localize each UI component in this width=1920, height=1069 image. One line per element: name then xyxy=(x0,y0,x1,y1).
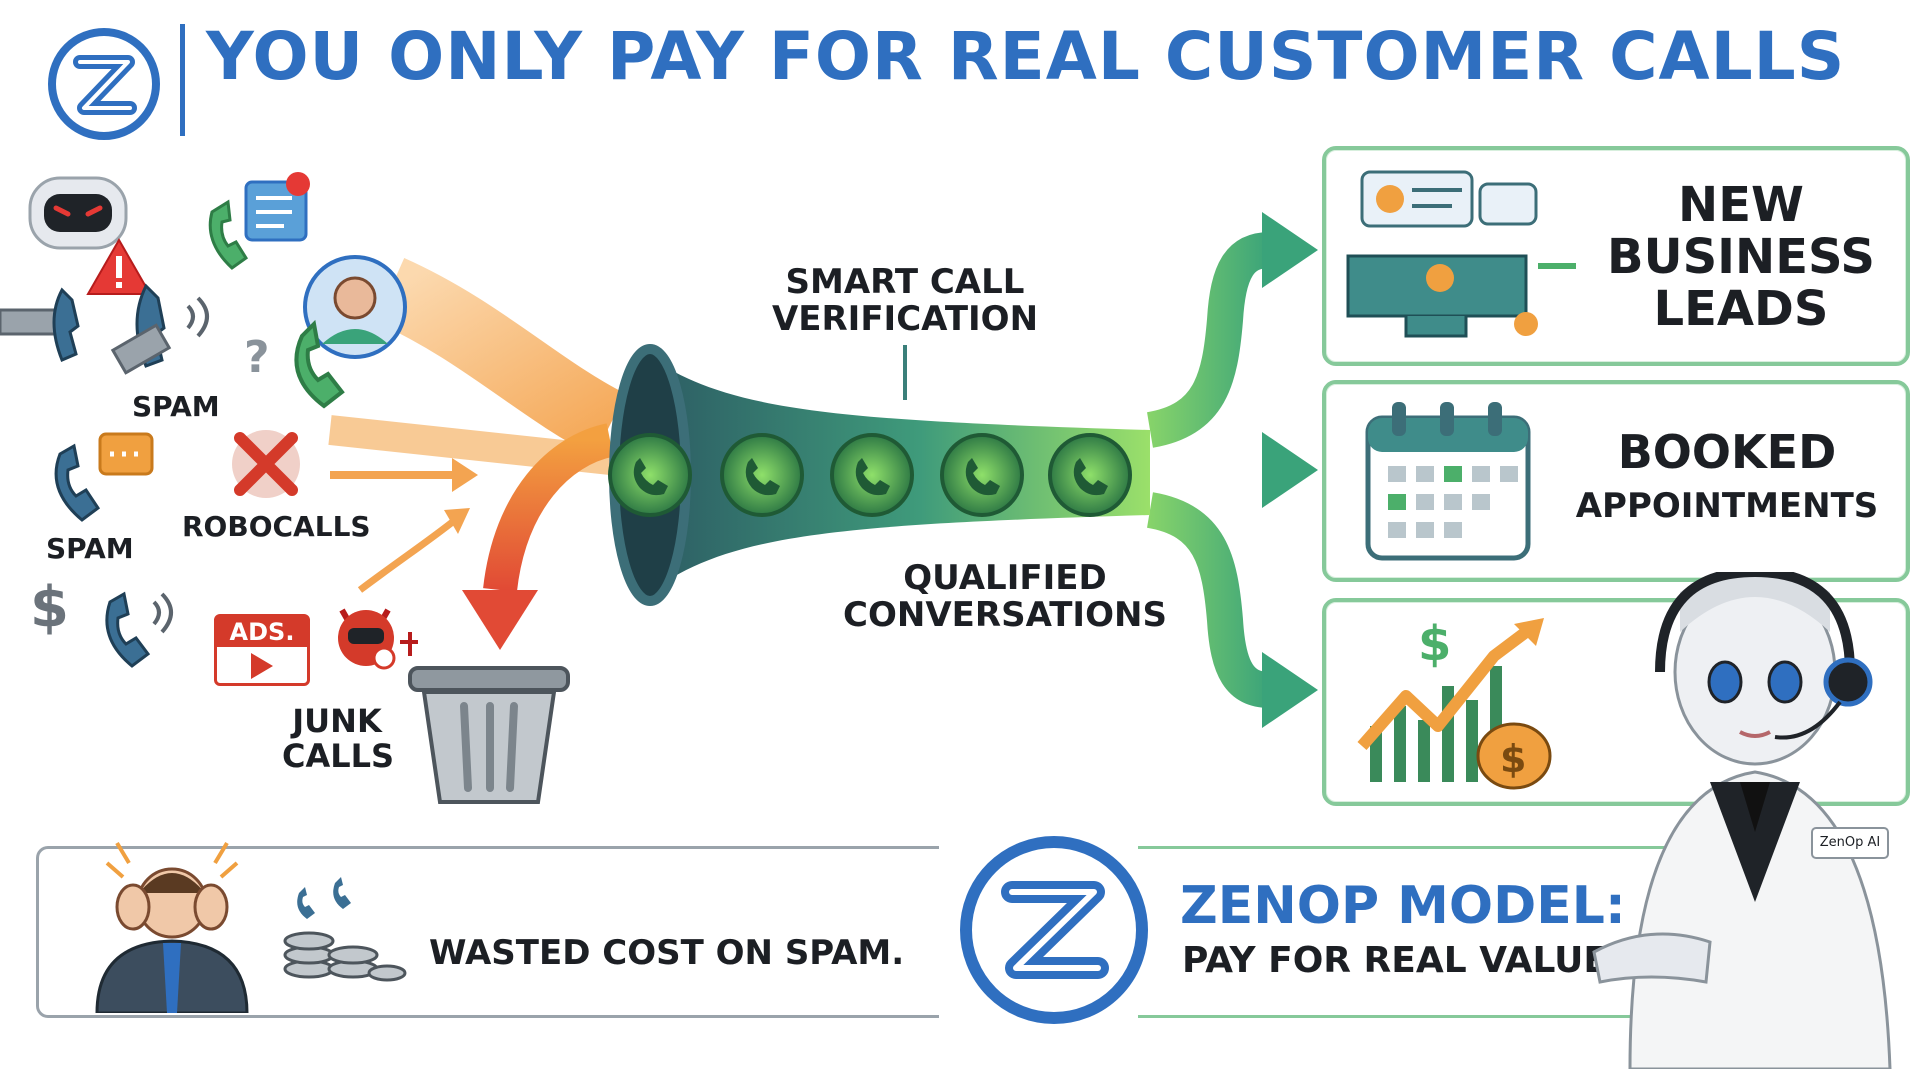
page-title: YOU ONLY PAY FOR REAL CUSTOMER CALLS xyxy=(206,18,1846,95)
verified-call-coins xyxy=(608,433,1132,517)
question-mark: ? xyxy=(244,332,270,383)
robocalls-label: ROBOCALLS xyxy=(182,510,371,543)
block-x-icon xyxy=(232,430,300,498)
logo-icon xyxy=(48,28,160,140)
phone-chat-icon xyxy=(54,432,154,522)
svg-text:$: $ xyxy=(1500,737,1526,781)
spam-label-1: SPAM xyxy=(132,390,220,423)
title-divider xyxy=(180,24,185,136)
calendar-icon xyxy=(1365,402,1531,561)
stressed-person-icon xyxy=(95,841,249,1013)
phone-ringing-icon xyxy=(105,591,173,668)
svg-text:$: $ xyxy=(1418,616,1451,672)
customer-avatar-icon xyxy=(303,255,407,359)
smart-call-verification-label: SMART CALL VERIFICATION xyxy=(771,262,1039,339)
ads-badge-label: ADS. xyxy=(217,617,307,647)
play-icon xyxy=(251,653,273,679)
zenop-model-subtitle: PAY FOR REAL VALUE xyxy=(1182,940,1608,981)
devil-bot-icon xyxy=(338,608,418,670)
outcome-subtitle-appointments: APPOINTMENTS xyxy=(1575,486,1879,526)
robot-spammer-icon xyxy=(28,176,128,250)
outcome-title-appointments: BOOKED xyxy=(1617,425,1837,479)
outcome-card-appointments: BOOKED APPOINTMENTS xyxy=(1322,380,1910,582)
phone-checklist-icon xyxy=(208,172,310,270)
growth-chart-icon: $ $ xyxy=(1357,616,1552,790)
pipeline-leads-icon xyxy=(1346,170,1576,338)
dollar-sign-icon: $ xyxy=(30,575,69,640)
robot-phone-arm-icon xyxy=(0,287,80,362)
warning-icon xyxy=(86,237,152,295)
junk-calls-label: JUNK CALLS xyxy=(282,702,395,775)
ai-agent-figure xyxy=(1592,572,1892,1069)
spam-label-2: SPAM xyxy=(46,532,134,565)
ai-agent-name-badge: ZenOp AI xyxy=(1819,835,1881,850)
zenop-model-title: ZENOP MODEL: xyxy=(1180,876,1626,936)
zenop-logo-icon xyxy=(960,836,1148,1024)
coins-stack-icon xyxy=(283,877,407,982)
zenop-model-panel xyxy=(1138,846,1720,1018)
wasted-cost-panel: WASTED COST ON SPAM. xyxy=(36,841,939,1018)
trash-can-icon xyxy=(408,666,570,804)
ads-badge: ADS. xyxy=(214,614,310,686)
robot-phone-arm-icon xyxy=(110,283,209,375)
qualified-conversations-label: QUALIFIED CONVERSATIONS xyxy=(843,558,1167,635)
wasted-cost-text: WASTED COST ON SPAM. xyxy=(429,933,905,973)
outcome-title-leads: NEW BUSINESS LEADS xyxy=(1607,177,1875,337)
outcome-card-leads: NEW BUSINESS LEADS xyxy=(1322,146,1910,366)
phone-green-icon xyxy=(294,319,345,409)
